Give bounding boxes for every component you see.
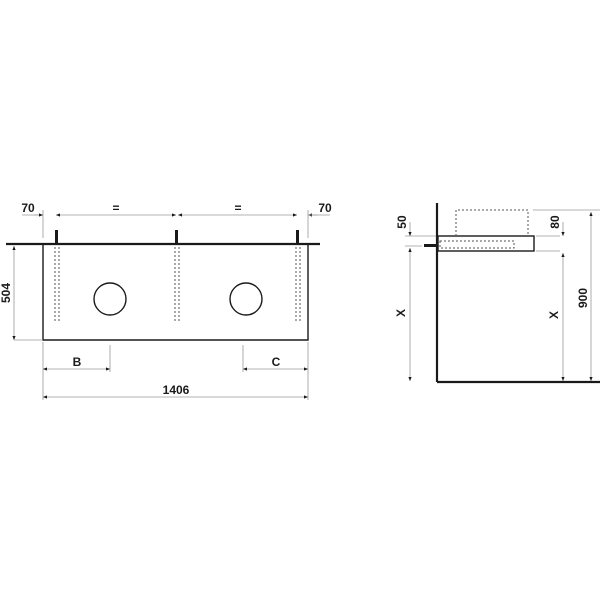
- basin-left-icon: [93, 282, 127, 316]
- dim-right-offset: 70: [318, 201, 332, 215]
- dim-total-width: 1406: [163, 383, 190, 397]
- side-view: 50 X 80 X 900: [394, 203, 600, 384]
- dim-b: B: [73, 355, 82, 369]
- basin-right-icon: [229, 282, 263, 316]
- dim-spacing-right: =: [234, 201, 241, 215]
- dim-height: 504: [0, 283, 13, 303]
- dim-left-offset: 70: [21, 201, 35, 215]
- bolt-right: [295, 230, 301, 322]
- vanity-outline: [42, 244, 309, 341]
- dim-top-offset: 50: [395, 215, 409, 229]
- bolt-side: [424, 244, 437, 247]
- dim-total-height: 900: [576, 288, 590, 308]
- dim-x-left: X: [394, 309, 408, 317]
- front-view: 70 = = 70 504 B C 1406: [0, 201, 332, 400]
- dim-thickness: 80: [548, 215, 562, 229]
- dim-x-right: X: [547, 311, 561, 319]
- basin-outline: [455, 209, 529, 236]
- bolt-middle: [174, 230, 180, 322]
- vanity-slab: [437, 235, 535, 252]
- bolt-left: [54, 230, 60, 322]
- dim-c: C: [272, 355, 281, 369]
- dim-spacing-left: =: [112, 201, 119, 215]
